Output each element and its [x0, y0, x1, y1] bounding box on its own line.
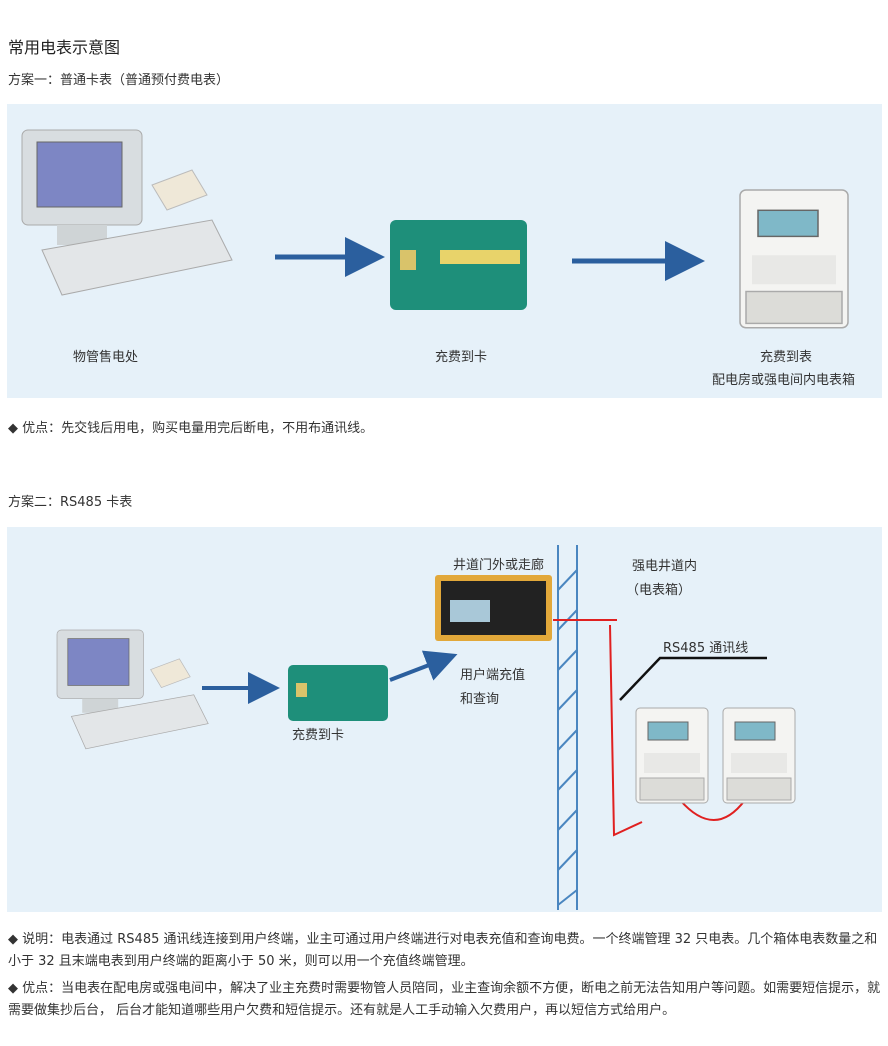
plan2-advantage: ◆ 优点：当电表在配电房或强电间中，解决了业主充费时需要物管人员陪同，业主查询余…	[8, 981, 881, 1018]
meter-icon	[635, 707, 709, 804]
meter-icon	[722, 707, 796, 804]
plan2-heading: 方案二：RS485 卡表	[8, 495, 133, 510]
label-meter-location: 配电房或强电间内电表箱	[712, 373, 856, 388]
arrow-icon	[389, 650, 458, 682]
label-card: 充费到卡	[292, 728, 345, 743]
callout-line	[619, 656, 767, 701]
label-rs485: RS485 通讯线	[663, 641, 749, 656]
label-box: （电表箱）	[626, 583, 692, 598]
shaft-wall	[557, 545, 578, 910]
label-office: 物管售电处	[73, 350, 139, 365]
plan2-note: ◆ 说明：电表通过 RS485 通讯线连接到用户终端，业主可通过用户终端进行对电…	[8, 932, 878, 969]
label-card: 充费到卡	[435, 350, 488, 365]
plan1-heading: 方案一：普通卡表（普通预付费电表）	[8, 73, 230, 88]
label-terminal-2: 和查询	[460, 692, 500, 707]
label-terminal-location: 井道门外或走廊	[453, 558, 545, 573]
meter-icon	[739, 189, 849, 329]
computer-icon	[56, 629, 209, 750]
plan1-advantage: ◆ 优点：先交钱后用电，购买电量用完后断电，不用布通讯线。	[8, 421, 374, 436]
terminal-icon	[435, 575, 552, 641]
card-icon	[288, 665, 388, 721]
label-terminal-1: 用户端充值	[460, 668, 526, 683]
label-meter: 充费到表	[760, 350, 813, 365]
computer-icon	[21, 129, 233, 296]
label-shaft: 强电井道内	[632, 559, 698, 574]
card-icon	[390, 220, 527, 310]
rs485-wire	[553, 619, 746, 837]
page-title: 常用电表示意图	[8, 38, 121, 57]
